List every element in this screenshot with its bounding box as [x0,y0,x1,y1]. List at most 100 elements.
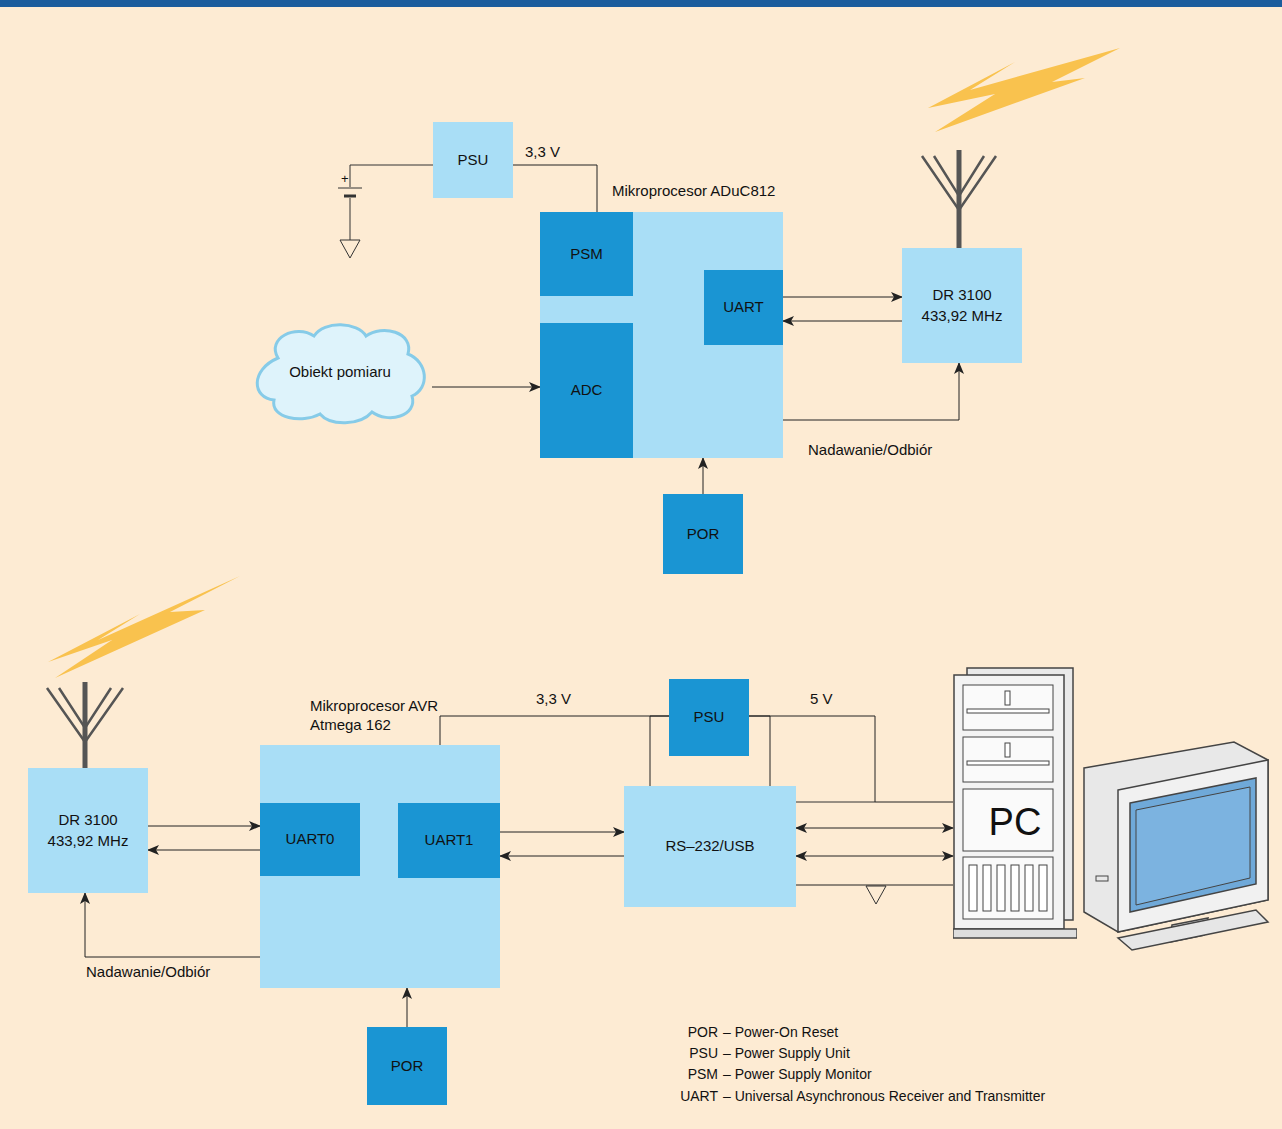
vent-slot [1025,865,1033,911]
module-box: UART [704,270,783,345]
monitor-body [1084,742,1268,932]
vent-slot [1039,865,1047,911]
cloud-shape [257,325,424,423]
ground-symbol [866,886,886,904]
monitor-button [1096,876,1108,881]
module-box: UART1 [398,803,500,878]
power-supply-box: PSU [669,679,749,756]
lightning-bolt [928,48,1120,132]
power-supply-box: PSU [433,122,513,198]
box-label: DR 3100 433,92 MHz [908,283,1016,328]
tower-front [954,675,1064,929]
module-box: ADC [540,323,633,458]
connector-label: 3,3 V [523,143,562,161]
box-label: PSU [454,148,493,172]
box-label: PC [985,801,1046,843]
monitor-stand [1118,910,1268,950]
measured-object-cloud: Obiekt pomiaru [248,318,432,426]
module-box: UART0 [260,803,360,876]
box-label: UART1 [421,828,478,852]
component-heading: Mikroprocesor AVR Atmega 162 [310,697,440,735]
battery-plate [344,195,356,198]
antenna-mast [957,150,962,248]
box-label: UART [719,295,768,319]
battery-wire [350,198,351,240]
vent-slot [997,865,1005,911]
monitor-screen [1130,778,1256,912]
radio-module-box: DR 3100 433,92 MHz [902,248,1022,363]
module-box: PSM [540,212,633,296]
connector [148,850,260,851]
battery-symbol [338,165,433,258]
legend-text: PSU [689,1045,718,1062]
box-label: UART0 [282,827,339,851]
front-panel [963,789,1053,851]
reset-box: POR [367,1027,447,1105]
connector [148,826,260,827]
polarity-mark: + [341,171,349,187]
drive-button [1005,743,1010,757]
reset-box: POR [663,494,743,574]
drive-slot [967,709,1049,713]
connector [783,363,959,420]
connector [432,387,540,388]
legend-text: – Power-On Reset [723,1024,838,1041]
connector [796,828,953,829]
monitor-front [1118,760,1268,932]
vent-slot [983,865,991,911]
connector [407,988,408,1027]
connector [85,893,260,957]
connector-label: 3,3 V [534,690,573,708]
component-heading: Mikroprocesor ADuC812 [612,182,812,201]
connector [650,716,669,786]
box-label: Obiekt pomiaru [285,360,395,384]
pc-tower: PC [953,667,1077,939]
connector [513,165,597,212]
top-rule [0,0,1282,7]
connector [796,885,953,886]
box-label: DR 3100 433,92 MHz [34,808,142,853]
supply-wire [796,802,875,803]
connector-label: Nadawanie/Odbiór [84,963,212,981]
monitor [1084,742,1268,950]
drive-button [1005,691,1010,705]
box-label: POR [683,522,724,546]
vent-panel [963,857,1053,919]
connector-label: Nadawanie/Odbiór [806,441,934,459]
antenna [922,150,996,248]
drive-bay [963,685,1053,730]
ground-symbol [340,240,360,258]
microcontroller-box: Mikroprocesor AVR Atmega 162UART0UART1 [260,745,500,988]
vent-slot [1011,865,1019,911]
connector [783,297,902,298]
box-label: ADC [567,378,607,402]
box-label: RS–232/USB [661,834,758,858]
tower-base [953,929,1077,938]
box-label: PSM [566,242,607,266]
antenna-mast [83,682,88,768]
connector-label: 5 V [808,690,835,708]
lightning-bolt [48,576,240,678]
drive-bay [963,737,1053,782]
legend-text: – Universal Asynchronous Receiver and Tr… [723,1088,1045,1105]
connector [500,856,624,857]
connector [796,856,953,857]
connector [783,321,902,322]
monitor-screen-inner [1136,787,1250,905]
connector [500,832,624,833]
radio-module-box: DR 3100 433,92 MHz [28,768,148,893]
battery-plate [338,188,362,189]
box-label: POR [387,1054,428,1078]
legend-text: POR [688,1024,718,1041]
microcontroller-box: Mikroprocesor ADuC812PSMUARTADC [540,212,783,458]
legend-text: – Power Supply Unit [723,1045,850,1062]
vent-slot [969,865,977,911]
antenna [47,682,123,768]
box-label: PSU [690,705,729,729]
drive-slot [967,761,1049,765]
legend-text: UART [680,1088,718,1105]
connector [703,458,704,494]
